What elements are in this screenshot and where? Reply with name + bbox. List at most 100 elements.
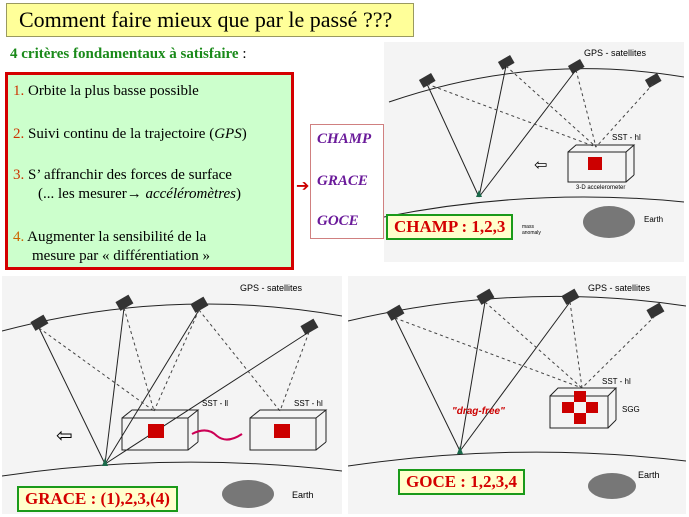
gps-satellite-icon [476, 288, 495, 305]
gradiometer-cube [574, 391, 586, 402]
criterion-text: S’ affranchir des forces de surface [24, 167, 232, 183]
accelerometer-label: 3-D accelerometer [576, 185, 625, 191]
criterion-text: mesure par « différentiation » [32, 248, 210, 264]
title-banner: Comment faire mieux que par le passé ??? [6, 3, 414, 37]
tracking-line [569, 301, 583, 389]
criterion-text: Suivi continu de la trajectoire ( [24, 126, 215, 142]
grace-diagram: GPS - satellites SST - ll SST - hl ⇦ Ear… [2, 276, 342, 514]
criteria-heading: 4 critères fondamentaux à satisfaire : [10, 46, 247, 63]
ground-station-icon [102, 458, 108, 466]
gradiometer-cube [574, 413, 586, 424]
diagram-panel [2, 276, 342, 514]
missions-box: CHAMP GRACE GOCE [310, 124, 384, 239]
tracking-line [426, 83, 597, 148]
gps-satellite-icon [418, 73, 436, 88]
inter-satellite-link [191, 429, 243, 441]
gps-satellites-label: GPS - satellites [588, 283, 651, 293]
signal-line [478, 69, 577, 198]
mission-goce: GOCE [317, 213, 359, 229]
motion-arrow-icon: ⇦ [534, 157, 547, 174]
earth-label: Earth [638, 470, 660, 480]
gps-satellite-icon [497, 55, 515, 70]
criterion-2: 2. Suivi continu de la trajectoire (GPS) [13, 125, 247, 143]
sgg-label: SGG [622, 405, 640, 414]
mass-anomaly-icon [588, 473, 636, 499]
sst-hl-label: SST - hl [294, 399, 323, 408]
ground-station-icon [476, 190, 482, 197]
mass-label: mass [522, 224, 534, 230]
criteria-heading-colon: : [238, 46, 247, 62]
sst-hl-label: SST - hl [602, 377, 631, 386]
signal-line [459, 301, 486, 452]
criterion-italic: GPS [214, 126, 242, 142]
gradiometer-cube [562, 402, 574, 413]
criterion-text: Augmenter la sensibilité de la [24, 229, 207, 245]
tracking-line [595, 83, 654, 148]
accelerometer-cube [588, 157, 602, 170]
anomaly-label: anomaly [522, 230, 541, 236]
earth-surface [384, 196, 684, 218]
criterion-1: 1. Orbite la plus basse possible [13, 82, 199, 100]
criterion-3: 3. S’ affranchir des forces de surface [13, 166, 232, 184]
criterion-number: 2. [13, 126, 25, 142]
signal-line [104, 309, 200, 465]
criterion-4-detail: mesure par « différentiation » [32, 247, 210, 265]
criterion-italic: accéléromètres [145, 186, 236, 202]
drag-free-label: "drag-free" [452, 406, 505, 417]
signal-line [38, 327, 106, 465]
grace-satellite-b [249, 409, 328, 451]
grace-satellite-a [121, 409, 200, 451]
gps-satellites-label: GPS - satellites [240, 283, 303, 293]
criterion-3-detail: (... les mesurer→ accéléromètres) [38, 185, 241, 203]
tracking-line [575, 69, 597, 148]
signal-line [394, 317, 461, 452]
gps-orbit [388, 68, 684, 103]
grace-label: GRACE : (1),2,3,(4) [17, 486, 178, 512]
mission-grace: GRACE [317, 173, 368, 189]
gps-satellite-icon [386, 304, 405, 321]
mission-champ: CHAMP [317, 131, 372, 147]
gps-satellite-icon [561, 288, 580, 305]
gps-satellite-icon [300, 318, 319, 335]
page-title: Comment faire mieux que par le passé ??? [19, 7, 393, 32]
criterion-text: (... les mesurer→ [38, 186, 146, 202]
criteria-box: 1. Orbite la plus basse possible 2. Suiv… [5, 72, 294, 270]
criterion-tail: ) [241, 126, 247, 142]
earth-label: Earth [644, 215, 663, 224]
criterion-number: 3. [13, 167, 25, 183]
tracking-line [153, 309, 200, 412]
gps-satellite-icon [30, 314, 49, 331]
arrow-right-icon: ➔ [296, 178, 310, 195]
criterion-number: 1. [13, 83, 25, 99]
sst-hl-label: SST - hl [612, 133, 641, 142]
earth-surface [348, 451, 686, 467]
tracking-line [279, 331, 310, 412]
earth-label: Earth [292, 490, 314, 500]
signal-line [478, 65, 507, 198]
signal-line [426, 83, 480, 198]
signal-line [459, 301, 571, 452]
tracking-line [484, 301, 583, 389]
mass-anomaly-icon [583, 206, 635, 238]
signal-line [104, 331, 310, 465]
motion-arrow-icon: ⇦ [56, 425, 73, 447]
gps-satellites-label: GPS - satellites [584, 48, 647, 58]
criterion-number: 4. [13, 229, 25, 245]
goce-label: GOCE : 1,2,3,4 [398, 469, 525, 495]
gps-satellite-icon [567, 59, 585, 74]
accelerometer-cube [148, 424, 164, 438]
goce-satellite [549, 387, 618, 429]
criterion-tail: ) [235, 186, 241, 202]
mass-anomaly-icon [222, 480, 274, 508]
criterion-4: 4. Augmenter la sensibilité de la [13, 228, 206, 246]
earth-surface [2, 461, 342, 477]
gps-satellite-icon [644, 73, 662, 88]
tracking-line [505, 65, 597, 148]
criterion-text: Orbite la plus basse possible [24, 83, 199, 99]
sst-ll-label: SST - ll [202, 399, 228, 408]
gps-satellite-icon [646, 302, 665, 319]
criteria-heading-text: 4 critères fondamentaux à satisfaire [10, 46, 239, 62]
tracking-line [581, 315, 656, 389]
signal-line [104, 307, 125, 465]
gps-satellite-icon [115, 294, 134, 311]
